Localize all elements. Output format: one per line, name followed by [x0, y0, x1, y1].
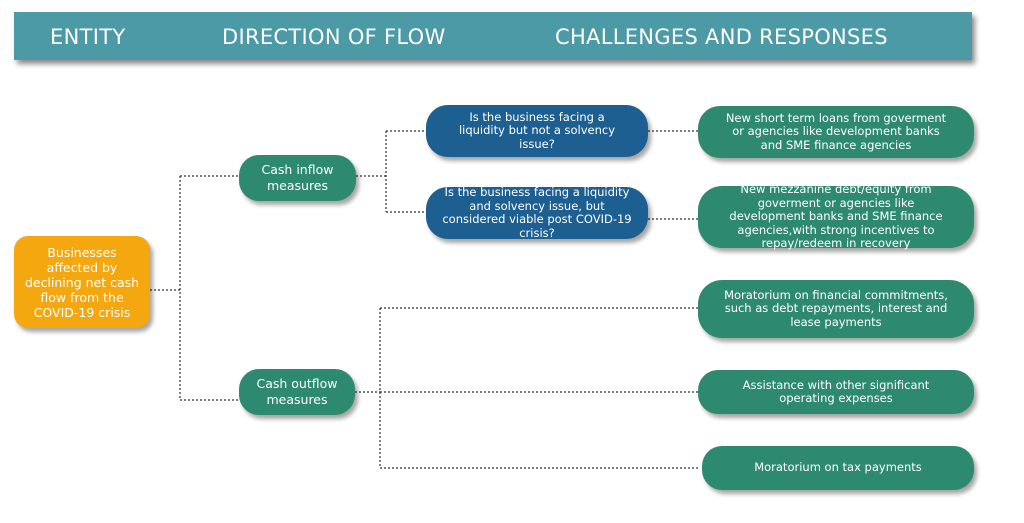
connector-outflow-responses: [355, 307, 698, 469]
response-operating-expenses-label: Assistance with other significant operat…: [742, 377, 930, 405]
response-short-term-loans-label: New short term loans from goverment or a…: [725, 110, 947, 152]
question-liquidity-node: Is the business facing a liquidity but n…: [426, 105, 648, 157]
response-moratorium-tax: Moratorium on tax payments: [702, 446, 974, 490]
connector-root-trunk: [150, 175, 240, 401]
entity-businesses-node: Businesses affected by declining net cas…: [14, 236, 150, 328]
question-solvency-node: Is the business facing a liquidity and s…: [426, 185, 648, 240]
cash-outflow-node: Cash outflow measures: [239, 369, 355, 415]
response-moratorium-financial-label: Moratorium on financial commitments, suc…: [724, 287, 948, 329]
header-bar: ENTITY DIRECTION OF FLOW CHALLENGES AND …: [14, 12, 972, 60]
cash-inflow-label: Cash inflow measures: [261, 162, 334, 193]
connector-inflow-questions: [356, 130, 426, 213]
response-mezzanine-debt: New mezzanine debt/equity from goverment…: [698, 182, 974, 251]
cash-outflow-label: Cash outflow measures: [256, 376, 338, 407]
question-solvency-label: Is the business facing a liquidity and s…: [442, 185, 632, 240]
response-short-term-loans: New short term loans from goverment or a…: [698, 106, 974, 158]
entity-businesses-label: Businesses affected by declining net cas…: [24, 244, 140, 320]
header-direction-of-flow: DIRECTION OF FLOW: [222, 25, 446, 49]
response-mezzanine-debt-label: New mezzanine debt/equity from goverment…: [729, 182, 943, 251]
header-entity: ENTITY: [50, 25, 126, 49]
response-operating-expenses: Assistance with other significant operat…: [698, 370, 974, 414]
response-moratorium-financial: Moratorium on financial commitments, suc…: [698, 280, 974, 338]
cash-inflow-node: Cash inflow measures: [239, 155, 356, 201]
response-moratorium-tax-label: Moratorium on tax payments: [754, 460, 922, 475]
question-liquidity-label: Is the business facing a liquidity but n…: [458, 109, 616, 151]
header-challenges-and-responses: CHALLENGES AND RESPONSES: [555, 25, 888, 49]
